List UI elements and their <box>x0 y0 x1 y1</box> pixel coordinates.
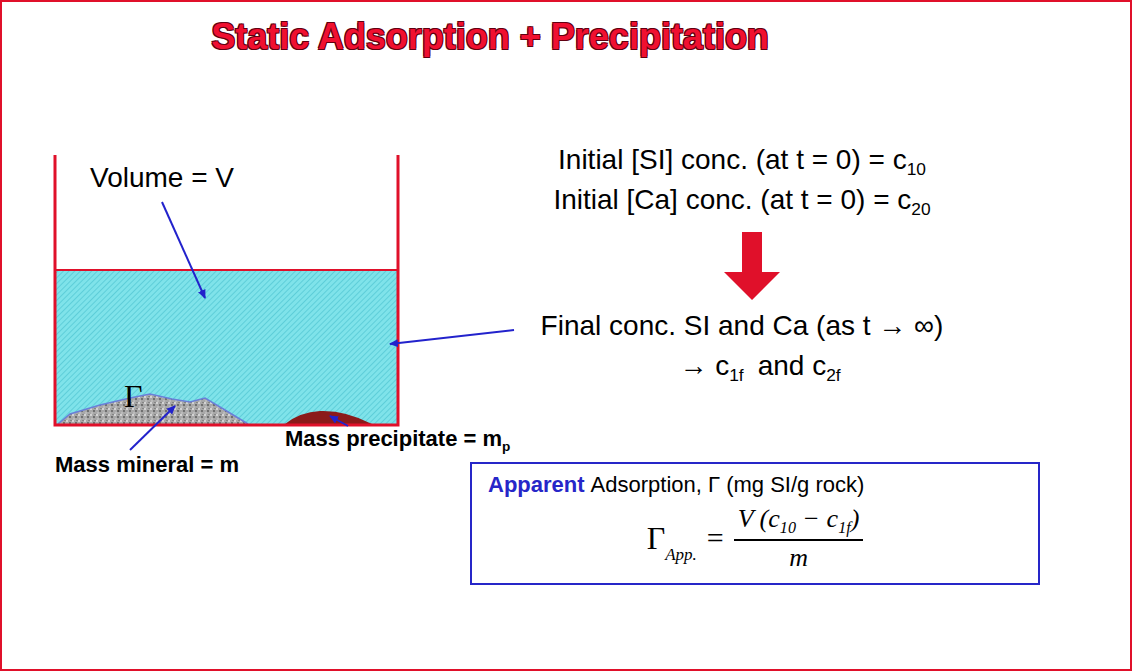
equals-sign: = <box>707 521 724 555</box>
label-text: → c <box>679 350 729 381</box>
subscript: 2f <box>826 365 840 385</box>
subscript: 1f <box>729 365 743 385</box>
numerator: V (c10−c1f) <box>734 504 864 541</box>
text-line: Initial [Ca] conc. (at t = 0) = c20 <box>553 184 930 220</box>
denominator: m <box>789 541 808 573</box>
formula-text: ) <box>851 504 860 533</box>
text-line: Initial [SI] conc. (at t = 0) = c10 <box>558 144 926 180</box>
formula-text: V (c <box>738 504 780 533</box>
subscript: p <box>502 439 510 454</box>
text-line: → c1f and c2f <box>679 350 840 386</box>
text-line: Final conc. SI and Ca (as t → ∞) <box>541 310 944 342</box>
text-line: Mass precipitate = mp <box>285 426 510 454</box>
subscript: App. <box>665 545 697 565</box>
label-text: Γ <box>124 378 143 414</box>
label-text: Mass precipitate = m <box>285 426 502 451</box>
text-line: Mass mineral = m <box>55 452 239 478</box>
slide-title: Static Adsorption + Precipitation <box>211 16 769 58</box>
formula-box: ApparentAdsorption, Γ (mg SI/g rock)ΓApp… <box>470 462 1040 585</box>
label-text: Final conc. SI and Ca (as t → ∞) <box>541 310 944 341</box>
label-text: Initial [Ca] conc. (at t = 0) = c <box>553 184 911 215</box>
box-heading: ApparentAdsorption, Γ (mg SI/g rock) <box>488 472 1022 498</box>
text-line: Γ <box>124 378 143 415</box>
subscript: 1f <box>838 519 851 536</box>
formula-symbol: Γ <box>647 520 666 557</box>
subscript: 10 <box>780 519 796 536</box>
label-text: Mass mineral = m <box>55 452 239 477</box>
fraction: V (c10−c1f)m <box>734 504 864 573</box>
subscript: 20 <box>911 199 930 219</box>
label-text: Initial [SI] conc. (at t = 0) = c <box>558 144 907 175</box>
label-text: and c <box>758 350 827 381</box>
formula: ΓApp.=V (c10−c1f)m <box>488 504 1022 573</box>
text-line: Volume = V <box>90 162 234 194</box>
subscript: 10 <box>907 159 926 179</box>
label-text: Volume = V <box>90 162 234 193</box>
formula-text: c <box>827 504 839 533</box>
heading-keyword: Apparent <box>488 472 585 497</box>
heading-text: Adsorption, Γ (mg SI/g rock) <box>591 472 865 497</box>
minus-sign: − <box>804 504 819 533</box>
